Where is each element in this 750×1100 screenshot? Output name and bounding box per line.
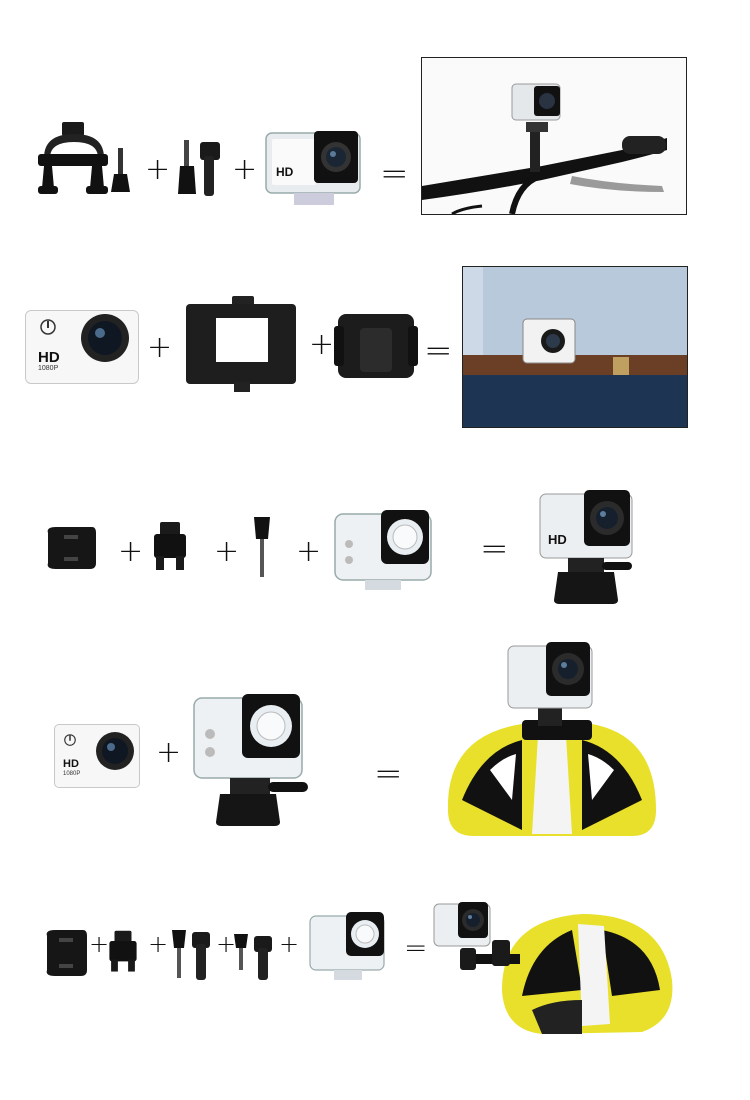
camera-in-case: HD [264,127,364,207]
waterproof-case-icon [265,131,361,205]
equals-operator: = [374,754,403,794]
resolution-label: 1080P [38,365,59,372]
belt-clip-icon [334,314,418,378]
waterproof-case-icon [309,912,385,980]
case-with-mount-icon [193,694,308,826]
hd-label: HD [63,758,79,770]
plus-operator: + [147,330,173,365]
person-belt-icon [463,267,687,427]
plus-operator: + [309,327,335,362]
resolution-label: 1080P [63,771,81,777]
plus-operator: + [216,930,237,958]
helmet-with-side-camera-icon [433,902,673,1034]
waterproof-case-icon [334,510,432,590]
hd-label: HD [38,349,60,366]
equals-operator: = [480,529,509,569]
thumbscrew-and-arm-icon [234,934,272,980]
plus-operator: + [118,534,144,569]
power-button-icon [64,734,76,746]
adhesive-mount-icon [46,930,87,976]
buckle-mount-icon [109,930,137,972]
plus-operator: + [214,534,240,569]
plus-operator: + [89,930,110,958]
hd-label: HD [276,165,294,179]
camera-lens-icon [96,732,134,770]
power-button-icon [40,319,56,335]
result-photo-belt [462,266,688,428]
equals-operator: = [424,331,453,371]
camera-lens-icon [81,314,129,362]
buckle-mount-icon [154,522,186,570]
equals-operator: = [404,931,428,964]
camera-body: HD 1080P [25,310,139,384]
equals-operator: = [380,154,409,194]
mounted-camera-icon [539,490,633,604]
thumbscrew-and-arm-icon [172,930,210,980]
hd-label: HD [548,532,567,547]
plus-operator: + [296,534,322,569]
adhesive-mount-icon [47,527,96,569]
plus-operator: + [145,152,171,187]
result-helmet-top-mount [442,640,662,840]
helmet-with-camera-icon [447,642,656,836]
handlebar-clamp-icon [38,122,130,194]
plus-operator: + [156,735,182,770]
thumbscrew-icon [254,517,270,577]
mount-arm-icon [178,140,220,196]
plus-operator: + [232,152,258,187]
bike-handlebar-icon [422,83,667,214]
result-photo-bike-handlebar [421,57,687,215]
result-helmet-side-mount [432,900,676,1040]
camera-body: HD 1080P [54,724,140,788]
camera-on-flat-mount: HD [538,488,642,606]
plus-operator: + [148,930,169,958]
frame-housing-icon [186,296,296,392]
plus-operator: + [279,930,300,958]
